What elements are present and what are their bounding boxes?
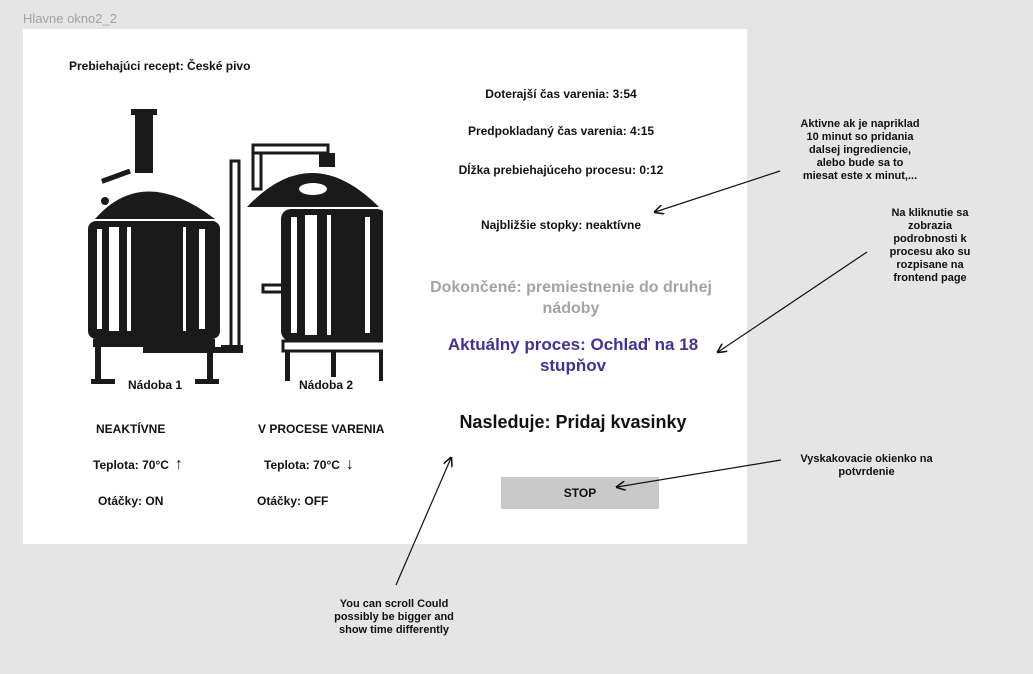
vessel-2-temperature: Teplota: 70°C xyxy=(264,458,340,472)
stop-button[interactable]: STOP xyxy=(501,477,659,509)
next-stop-timer[interactable]: Najbližšie stopky: neaktívne xyxy=(480,218,642,232)
vessel-1-temperature: Teplota: 70°C xyxy=(93,458,169,472)
note-stopky: Aktivne ak je napriklad 10 minut so prid… xyxy=(800,118,920,182)
note-scroll: You can scroll Could possibly be bigger … xyxy=(334,598,454,636)
vessel-1-name: Nádoba 1 xyxy=(127,378,182,392)
vessel-2-icon xyxy=(247,153,383,381)
vessel-2-name: Nádoba 2 xyxy=(298,378,353,392)
arrow-down-icon: ↓ xyxy=(345,456,354,473)
main-window: Prebiehajúci recept: České pivo xyxy=(23,29,747,544)
pipe-icon xyxy=(221,143,330,353)
estimated-time: Predpokladaný čas varenia: 4:15 xyxy=(467,124,655,138)
vessel-1-icon xyxy=(88,109,223,384)
elapsed-time: Doterajší čas varenia: 3:54 xyxy=(485,87,637,101)
next-step: Nasleduje: Pridaj kvasinky xyxy=(459,412,687,432)
arrow-up-icon: ↑ xyxy=(174,456,183,473)
frame-title: Hlavne okno2_2 xyxy=(23,11,117,26)
vessel-1-stirring: Otáčky: ON xyxy=(98,494,164,508)
process-duration: Dĺžka prebiehajúceho procesu: 0:12 xyxy=(458,163,664,177)
current-process[interactable]: Aktuálny proces: Ochlaď na 18 stupňov xyxy=(447,335,699,375)
brewing-vessels-illustration xyxy=(88,109,383,384)
recipe-label: Prebiehajúci recept: České pivo xyxy=(69,59,251,73)
vessel-1-status: NEAKTÍVNE xyxy=(96,422,166,436)
note-stop: Vyskakovacie okienko na potvrdenie xyxy=(800,453,933,478)
vessel-2-stirring: Otáčky: OFF xyxy=(257,494,329,508)
completed-step: Dokončené: premiestnenie do druhej nádob… xyxy=(430,279,712,317)
note-proces: Na kliknutie sa zobrazia podrobnosti k p… xyxy=(889,207,971,284)
vessel-1-temperature-row: Teplota: 70°C ↑ xyxy=(93,456,183,474)
vessel-2-temperature-row: Teplota: 70°C ↓ xyxy=(264,456,354,474)
vessel-2-status: V PROCESE VARENIA xyxy=(258,422,385,436)
